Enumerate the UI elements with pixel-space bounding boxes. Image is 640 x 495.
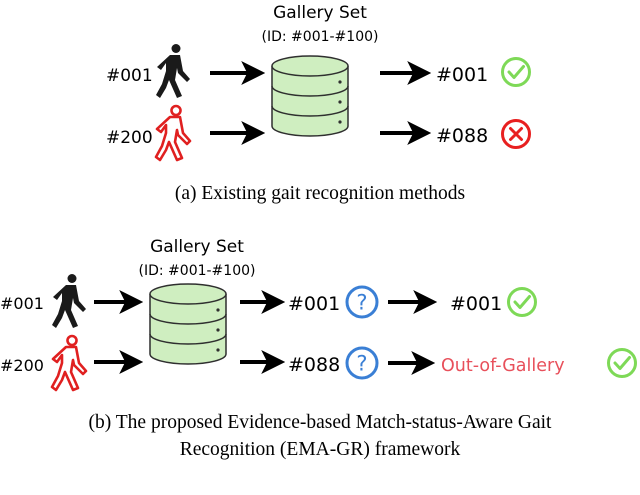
match-id-b-1: #001 <box>288 293 340 315</box>
gallery-title-a: Gallery Set <box>273 3 367 23</box>
panel-b: Gallery Set (ID: #001-#100) #001 #001 #0… <box>0 237 637 460</box>
question-circle-icon <box>345 346 379 380</box>
cross-circle-icon <box>501 119 531 149</box>
gallery-range-b: (ID: #001-#100) <box>139 263 256 279</box>
gallery-range-a: (ID: #001-#100) <box>262 29 379 45</box>
result-id-a-1: #001 <box>436 64 488 86</box>
gallery-database-icon <box>271 55 349 137</box>
query-id-a-1: #001 <box>106 66 153 86</box>
match-id-b-2: #088 <box>288 354 340 376</box>
final-label-b-1: #001 <box>450 293 502 315</box>
check-circle-icon <box>507 287 537 317</box>
question-circle-icon <box>345 285 379 319</box>
walking-person-outline-icon <box>50 334 88 392</box>
walking-person-icon <box>156 44 190 98</box>
query-id-a-2: #200 <box>106 128 153 148</box>
walking-person-icon <box>52 274 86 328</box>
query-id-b-1: #001 <box>0 294 44 313</box>
caption-a: (a) Existing gait recognition methods <box>175 183 465 204</box>
caption-b-line-2: Recognition (EMA-GR) framework <box>180 439 461 460</box>
caption-b-line-1: (b) The proposed Evidence-based Match-st… <box>89 412 553 433</box>
panel-a: Gallery Set (ID: #001-#100) #001 #001 #2… <box>106 3 531 204</box>
check-circle-icon <box>501 57 531 87</box>
check-circle-icon <box>607 348 637 378</box>
gallery-database-icon <box>149 283 227 365</box>
walking-person-outline-icon <box>154 104 192 162</box>
gallery-title-b: Gallery Set <box>150 237 244 257</box>
result-id-a-2: #088 <box>436 125 488 147</box>
final-label-b-2: Out-of-Gallery <box>441 356 565 376</box>
query-id-b-2: #200 <box>0 356 44 375</box>
